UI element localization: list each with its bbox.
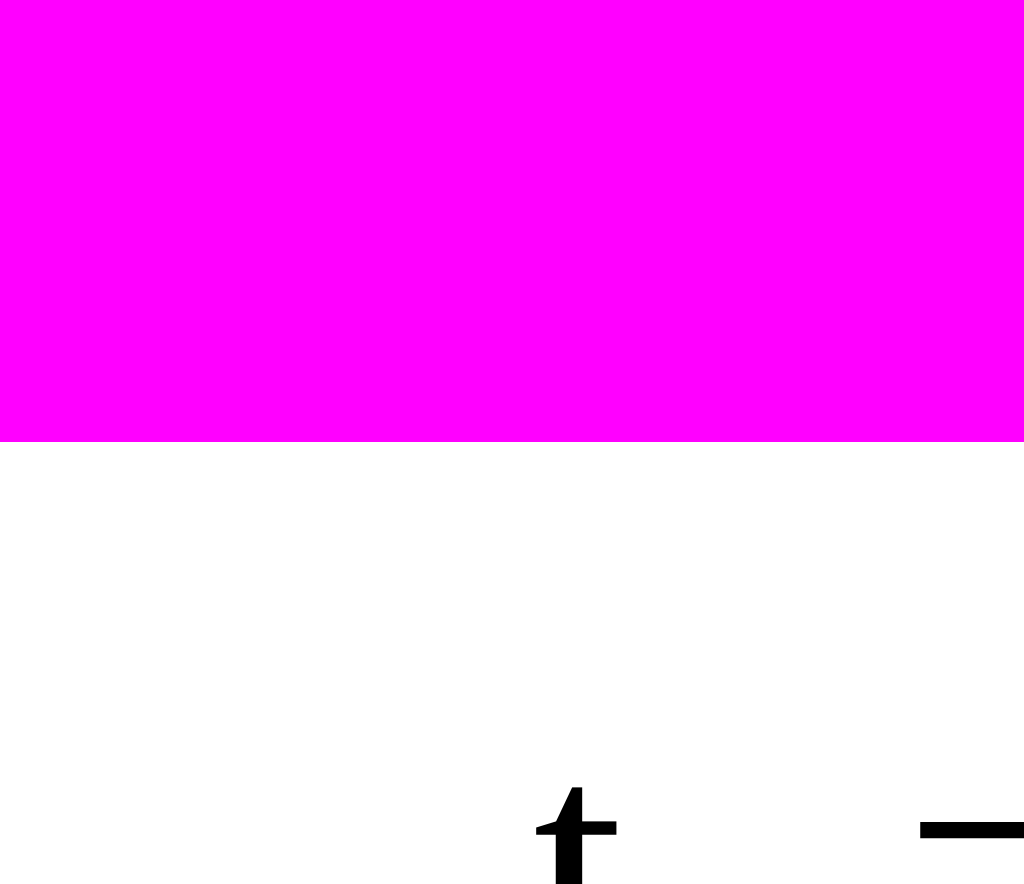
equals-sign: = [904, 679, 1024, 884]
right-side-baseline-group: =+5 [415, 372, 1024, 884]
formula-left-side: tH [44, 302, 624, 884]
formula-right-side: =+5 [415, 302, 1024, 884]
